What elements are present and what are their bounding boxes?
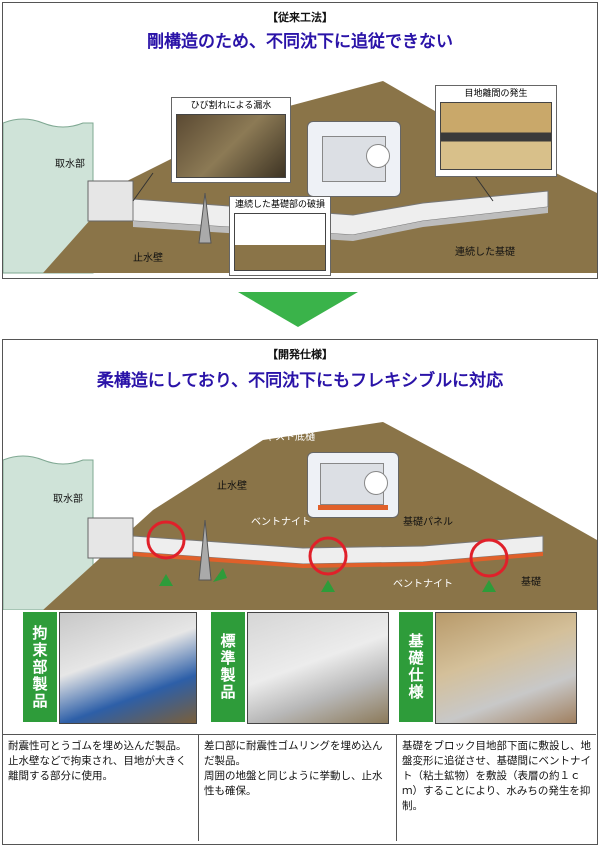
intake-structure xyxy=(87,180,134,222)
reservoir-water xyxy=(3,118,94,274)
label-foundation-bottom: 基礎 xyxy=(521,577,541,588)
breakage-callout: 連続した基礎部の破損 xyxy=(229,196,331,276)
precast-block-illustration-bottom xyxy=(307,452,399,518)
bentonite-layer xyxy=(133,552,543,568)
crack-label: ひび割れによる漏水 xyxy=(190,101,272,111)
label-cutoff-bottom: 止水壁 xyxy=(217,481,247,492)
label-cutoff-top: 止水壁 xyxy=(133,253,163,264)
desc-restraint-product: 耐震性可とうゴムを埋め込んだ製品。 止水壁などで拘束され、目地が大きく離間する部… xyxy=(3,734,199,841)
label-bentonite-2: ベントナイト xyxy=(393,579,453,590)
developed-diagram xyxy=(3,422,597,610)
breakage-illustration xyxy=(234,213,326,271)
conventional-header: 【従来工法】 xyxy=(267,11,333,24)
developed-spec-panel: 【開発仕様】 柔構造にしており、不同沈下にもフレキシブルに対応 取水部 止水壁 … xyxy=(2,339,598,845)
joint-photo xyxy=(440,102,552,170)
conventional-subtitle: 剛構造のため、不同沈下に追従できない xyxy=(147,32,453,52)
label-panel: 基礎パネル xyxy=(403,517,453,528)
breakage-label: 連続した基礎部の破損 xyxy=(234,200,325,210)
ring-marker-2 xyxy=(308,536,348,576)
desc-standard-product: 差口部に耐震性ゴムリングを埋め込んだ製品。 周囲の地盤と同じように挙動し、止水性… xyxy=(199,734,397,841)
label-bentonite-1: ベントナイト xyxy=(251,517,311,528)
conventional-method-panel: 【従来工法】 剛構造のため、不同沈下に追従できない 取水部 止水壁 連続した基礎… xyxy=(2,2,598,279)
up-arrow-2 xyxy=(213,568,227,582)
label-intake-bottom: 取水部 xyxy=(53,494,83,505)
bentonite-strip-icon xyxy=(318,505,388,510)
intake-structure-2 xyxy=(87,517,134,559)
photo-foundation-spec xyxy=(435,612,577,724)
label-precast: プレキャスト底樋 xyxy=(235,432,315,443)
crack-photo xyxy=(176,114,286,178)
tag-restraint-product: 拘束部製品 xyxy=(23,612,57,722)
photo-restraint-product xyxy=(59,612,197,724)
joint-callout: 目地離間の発生 xyxy=(435,85,557,177)
label-intake-top: 取水部 xyxy=(55,159,85,170)
up-arrow-3 xyxy=(321,580,335,592)
up-arrow-1 xyxy=(159,574,173,586)
ring-marker-1 xyxy=(146,520,186,560)
ring-marker-3 xyxy=(469,538,509,578)
label-foundation-top: 連続した基礎 xyxy=(455,247,515,258)
tag-standard-product: 標準製品 xyxy=(211,612,245,722)
developed-subtitle: 柔構造にしており、不同沈下にもフレキシブルに対応 xyxy=(96,371,504,391)
photo-standard-product xyxy=(247,612,389,724)
desc-restraint-text: 耐震性可とうゴムを埋め込んだ製品。 止水壁などで拘束され、目地が大きく離間する部… xyxy=(8,740,187,782)
up-arrow-4 xyxy=(482,580,496,592)
cutoff-wall-conventional xyxy=(198,192,212,244)
joint-label: 目地離間の発生 xyxy=(464,89,528,99)
crack-callout: ひび割れによる漏水 xyxy=(171,97,291,183)
desc-foundation-text: 基礎をブロック目地部下面に敷設し、地盤変形に追従させ、基礎間にベントナイト（粘土… xyxy=(402,740,591,812)
precast-block-illustration-top xyxy=(307,121,401,197)
reservoir-water-2 xyxy=(3,455,94,610)
desc-standard-text: 差口部に耐震性ゴムリングを埋め込んだ製品。 周囲の地盤と同じように挙動し、止水性… xyxy=(204,740,383,797)
cutoff-wall-developed xyxy=(198,519,212,581)
transition-arrow xyxy=(238,292,358,327)
developed-header: 【開発仕様】 xyxy=(267,348,333,361)
culvert-opening-icon-2 xyxy=(364,471,388,495)
desc-foundation-spec: 基礎をブロック目地部下面に敷設し、地盤変形に追従させ、基礎間にベントナイト（粘土… xyxy=(397,734,596,841)
culvert-opening-icon xyxy=(366,144,390,168)
tag-foundation-spec: 基礎仕様 xyxy=(399,612,433,722)
